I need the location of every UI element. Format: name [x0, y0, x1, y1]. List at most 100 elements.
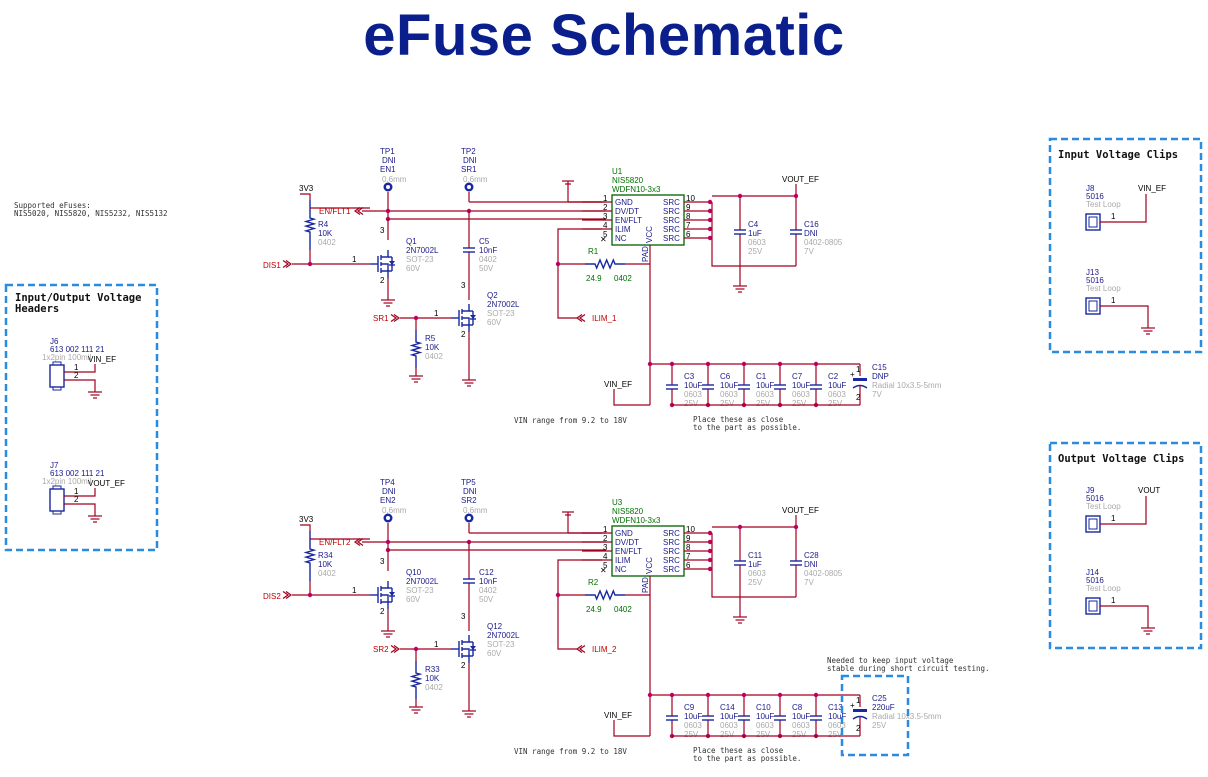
bulk-cap-curve: [852, 384, 868, 389]
junction-dot: [705, 692, 711, 698]
test-point-hole: [467, 185, 471, 189]
efuse-channel-2: TP4DNIEN20.6mmTP5DNISR20.6mm3V3R3410K040…: [263, 478, 942, 763]
output-clips-title: Output Voltage Clips: [1058, 453, 1184, 465]
pin-number: 1: [352, 255, 357, 264]
junction-dot: [647, 692, 653, 698]
connector-package: 1x2pin 100mil: [42, 477, 92, 486]
capacitor-value: 10uF: [756, 381, 774, 390]
resistor-ref: R4: [318, 220, 329, 229]
placement-note-1: Place these as close: [693, 415, 784, 424]
ic-pin-name: SRC: [663, 234, 680, 243]
rail-wire: [300, 524, 311, 531]
connector-ref: J6: [50, 337, 59, 346]
capacitor-package: Radial 10x3.5-5mm: [872, 381, 942, 390]
test-point-size: 0.6mm: [463, 175, 488, 184]
bulk-cap-highlight-box: [840, 674, 910, 757]
capacitor-package: 0603: [748, 569, 766, 578]
net-arrow: [353, 207, 361, 215]
resistor-value: 10K: [318, 560, 333, 569]
net-arrow: [393, 645, 401, 653]
capacitor-package: 0603: [684, 721, 702, 730]
wire: [613, 389, 650, 406]
ic-pin-number: 8: [686, 543, 691, 552]
ic-pin-name: DV/DT: [615, 207, 639, 216]
vin-range-note: VIN range from 9.2 to 18V: [514, 416, 627, 425]
ic-pin-name: ILIM: [615, 225, 631, 234]
connector-body: [49, 488, 65, 512]
test-point-net: EN1: [380, 165, 396, 174]
capacitor-package: 0402: [479, 586, 497, 595]
ic-pin-number: 2: [603, 534, 608, 543]
ic-pin-number: 1: [603, 525, 608, 534]
test-point-ref: TP2: [461, 147, 476, 156]
ic-pin-name: GND: [615, 529, 633, 538]
junction-dot: [413, 646, 419, 652]
mosfet-body: [462, 648, 470, 656]
en-flt-net-label: EN/FLT1: [319, 207, 351, 216]
ilim-wire: [557, 559, 602, 650]
mosfet-drain: [381, 581, 389, 589]
test-point-size: 0.6mm: [463, 506, 488, 515]
test-loop-part-number: 5016: [1086, 494, 1104, 503]
mosfet-body: [381, 263, 389, 271]
capacitor-ref: C2: [828, 372, 839, 381]
capacitor-voltage: 25V: [792, 730, 807, 739]
ic-pin-number: 9: [686, 203, 691, 212]
vout-net-label: VOUT_EF: [782, 175, 819, 184]
connector-wire: [64, 364, 96, 373]
mosfet-symbol: [370, 250, 395, 278]
mosfet-drain: [462, 304, 470, 312]
capacitor-ref: C6: [720, 372, 731, 381]
test-loop-body: [1085, 213, 1101, 231]
connector-part-number: 613 002 111 21: [50, 469, 105, 478]
connector-wire: [64, 379, 96, 384]
ic-pin-name: SRC: [663, 225, 680, 234]
capacitor-value: 10nF: [479, 577, 497, 586]
capacitor-voltage: 25V: [748, 247, 763, 256]
resistor-body: [303, 200, 317, 250]
pin-number: 1: [856, 365, 861, 374]
ilim-wire: [557, 228, 602, 319]
ic-pin-number: 10: [686, 194, 695, 203]
test-loop-body: [1085, 515, 1101, 533]
resistor-package: 0402: [318, 569, 336, 578]
net-arrow: [356, 538, 364, 546]
junction-dot: [707, 208, 713, 214]
test-loop-body: [1085, 297, 1101, 315]
mosfet-body: [381, 594, 389, 602]
capacitor-value: 10uF: [792, 381, 810, 390]
test-loop-inner: [1088, 600, 1098, 612]
capacitor-ref: C14: [720, 703, 735, 712]
test-loop-package: Test Loop: [1086, 502, 1121, 511]
pin-number: 3: [380, 557, 385, 566]
capacitor-voltage: 25V: [756, 399, 771, 408]
polarity-mark: +: [850, 701, 855, 710]
ic-pin-number: 6: [686, 561, 691, 570]
ilim-net-label: ILIM_2: [592, 645, 617, 654]
capacitor-value: 10uF: [828, 381, 846, 390]
junction-dot: [707, 557, 713, 563]
junction-dot: [705, 361, 711, 367]
test-loop-inner: [1088, 216, 1098, 228]
capacitor-ref: C1: [756, 372, 767, 381]
pin-number: 1: [74, 363, 79, 372]
connector-key: [52, 361, 62, 366]
capacitor-voltage: 25V: [756, 730, 771, 739]
resistor-body: [585, 258, 625, 270]
net-arrow: [356, 207, 364, 215]
ic-ref: U1: [612, 167, 623, 176]
resistor-package: 0402: [425, 683, 443, 692]
mosfet-voltage: 60V: [406, 264, 421, 273]
junction-dot: [385, 208, 391, 214]
ic-pin-number: 5: [603, 561, 608, 570]
test-loop-ref: J13: [1086, 268, 1099, 277]
ic-pin-number: 10: [686, 525, 695, 534]
mosfet-drain: [381, 250, 389, 258]
bulk-cap-plate: [853, 378, 867, 381]
resistor-value: 24.9: [586, 274, 602, 283]
test-loop-wire: [1100, 194, 1147, 223]
net-arrow: [282, 260, 290, 268]
ground-symbol: [733, 278, 747, 293]
